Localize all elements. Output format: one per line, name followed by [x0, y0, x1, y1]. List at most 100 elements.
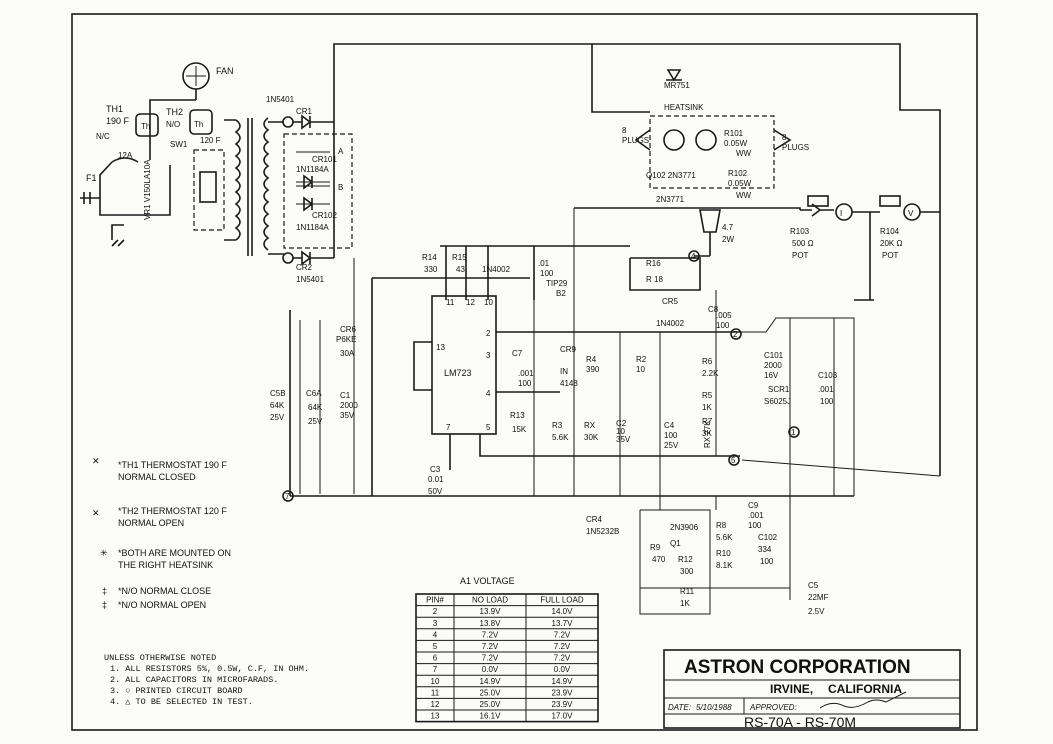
svg-text:5.6K: 5.6K — [716, 533, 733, 542]
svg-text:5: 5 — [486, 423, 491, 432]
legend-no: *N/O NORMAL OPEN — [118, 600, 206, 610]
svg-text:SCR1: SCR1 — [768, 385, 790, 394]
voltage-table-cell: 7 — [433, 665, 438, 674]
svg-text:I: I — [840, 209, 842, 218]
svg-text:10: 10 — [616, 427, 625, 436]
svg-text:Th: Th — [141, 122, 150, 131]
mains-wiring — [80, 161, 171, 247]
svg-text:7: 7 — [285, 492, 290, 501]
svg-text:R2: R2 — [636, 355, 647, 364]
voltage-table-cell: 25.0V — [480, 700, 502, 709]
svg-text:12: 12 — [466, 298, 475, 307]
varistor-label: VR1 V150LA10A — [143, 159, 152, 220]
svg-text:R8: R8 — [716, 521, 727, 530]
svg-text:10: 10 — [484, 298, 493, 307]
svg-text:25V: 25V — [664, 441, 679, 450]
svg-text:1N5232B: 1N5232B — [586, 527, 619, 536]
company-name: ASTRON CORPORATION — [684, 657, 911, 678]
voltage-table-cell: 7.2V — [482, 642, 499, 651]
ic-label: LM723 — [444, 368, 472, 378]
voltage-table-cell: 17.0V — [552, 712, 574, 721]
svg-text:5: 5 — [731, 456, 736, 465]
svg-text:R9: R9 — [650, 543, 661, 552]
sheet-border — [71, 13, 978, 731]
svg-text:R11: R11 — [680, 587, 695, 596]
svg-text:16V: 16V — [764, 371, 779, 380]
svg-text:1: 1 — [791, 428, 796, 437]
mr751-diode — [666, 69, 682, 82]
svg-text:100: 100 — [748, 521, 762, 530]
legend-both-line1: *BOTH ARE MOUNTED ON — [118, 548, 231, 558]
svg-text:WW: WW — [736, 191, 752, 200]
svg-text:2.2K: 2.2K — [702, 369, 719, 378]
cr101-diode — [303, 174, 314, 190]
heatsink-label: HEATSINK — [664, 103, 704, 112]
svg-text:100: 100 — [760, 557, 774, 566]
svg-text:C103: C103 — [818, 371, 838, 380]
voltage-table-cell: 16.1V — [480, 712, 502, 721]
svg-text:35V: 35V — [616, 435, 631, 444]
cr101-part: 1N1184A — [296, 165, 329, 174]
cr1-ref: CR1 — [296, 107, 313, 116]
plugs-right: PLUGS — [782, 143, 809, 152]
transformer-secondary — [263, 117, 270, 251]
svg-text:R3: R3 — [552, 421, 563, 430]
svg-text:V: V — [908, 209, 914, 218]
svg-text:35V: 35V — [340, 411, 355, 420]
svg-text:13: 13 — [436, 343, 445, 352]
legend-th2-line1: *TH2 THERMOSTAT 120 F — [118, 506, 227, 516]
r102-value: 0.05W — [728, 179, 752, 188]
svg-text:‡: ‡ — [102, 600, 107, 610]
svg-text:B: B — [338, 183, 343, 192]
svg-text:4.7: 4.7 — [722, 223, 734, 232]
svg-text:50V: 50V — [428, 487, 443, 496]
fuse-symbol — [111, 157, 139, 163]
svg-text:.01: .01 — [538, 259, 550, 268]
cr1-part: 1N5401 — [266, 95, 295, 104]
svg-text:5.6K: 5.6K — [552, 433, 569, 442]
cr2-diode — [293, 250, 334, 266]
svg-text:25V: 25V — [308, 417, 323, 426]
fan-wire — [149, 89, 197, 160]
svg-text:R12: R12 — [678, 555, 693, 564]
voltage-table-cell: 13 — [431, 712, 440, 721]
svg-text:4: 4 — [691, 252, 696, 261]
model-number: RS-70A - RS-70M — [744, 714, 856, 730]
svg-text:A: A — [338, 147, 344, 156]
th1-nc: N/C — [96, 132, 110, 141]
r101-label: R101 — [724, 129, 744, 138]
svg-text:.001: .001 — [518, 369, 534, 378]
note-3: 3. ○ PRINTED CIRCUIT BOARD — [110, 686, 243, 696]
svg-text:2N3906: 2N3906 — [670, 523, 699, 532]
cr2-ref: CR2 — [296, 263, 313, 272]
svg-text:1K: 1K — [702, 403, 712, 412]
voltage-table-cell: 7.2V — [554, 642, 571, 651]
voltage-table-cell: 13.8V — [480, 619, 502, 628]
switch-box — [193, 149, 225, 231]
svg-text:100: 100 — [540, 269, 554, 278]
th1-symbol — [135, 113, 159, 137]
cr102-part: 1N1184A — [296, 223, 329, 232]
voltage-table-cell: 7.2V — [554, 654, 571, 663]
signature — [819, 691, 907, 709]
r103-label: R103 — [790, 227, 810, 236]
r104-label: R104 — [880, 227, 900, 236]
cr1-diode — [293, 114, 334, 130]
r101-value: 0.05W — [724, 139, 748, 148]
r103-value: 500 Ω — [792, 239, 814, 248]
switch-label: SW1 — [170, 140, 188, 149]
svg-text:64K: 64K — [308, 403, 323, 412]
svg-text:390: 390 — [586, 365, 600, 374]
q101-symbol — [663, 129, 685, 151]
svg-text:‡: ‡ — [102, 586, 107, 596]
legend-th1-line2: NORMAL CLOSED — [118, 472, 196, 482]
svg-text:S6025J: S6025J — [764, 397, 791, 406]
svg-text:C8: C8 — [708, 305, 719, 314]
voltage-table-header: FULL LOAD — [540, 596, 583, 605]
svg-text:.005: .005 — [716, 311, 732, 320]
title-block — [663, 649, 961, 729]
f1-label: F1 — [86, 173, 97, 183]
voltage-table-frame — [415, 593, 599, 723]
positive-rail — [333, 43, 650, 258]
